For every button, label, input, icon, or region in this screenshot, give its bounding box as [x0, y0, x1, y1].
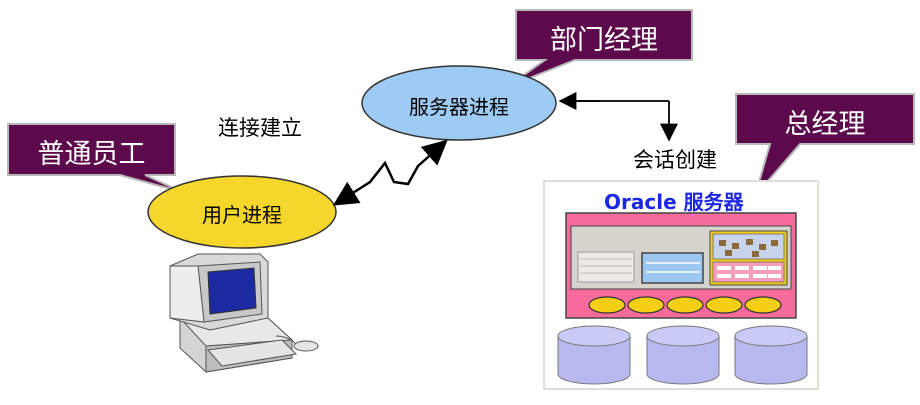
database-disk [646, 325, 720, 385]
database-disk [734, 325, 808, 385]
session-created-label: 会话创建 [633, 148, 717, 172]
dept-manager-callout-shape [506, 9, 693, 88]
computer-icon [169, 253, 319, 373]
database-disk [557, 325, 631, 385]
general-manager-callout-shape [735, 93, 915, 197]
connection-established-label: 连接建立 [218, 116, 302, 140]
session-arrow [558, 92, 678, 142]
connection-line [336, 139, 448, 205]
server-process-ellipse [361, 65, 557, 141]
background-process-slots [588, 296, 782, 314]
keyboard-graphic [577, 251, 635, 283]
server-process-label: 服务器进程 [409, 95, 509, 119]
general-manager-callout: 总经理 [784, 109, 866, 140]
employee-callout-shape [7, 123, 183, 193]
oracle-server-title: Oracle 服务器 [604, 190, 744, 214]
dept-manager-callout: 部门经理 [550, 25, 658, 56]
user-process-label: 用户进程 [202, 203, 282, 227]
connection-line-start-arrow [332, 181, 361, 206]
buffer-screen [641, 252, 704, 284]
employee-callout: 普通员工 [37, 139, 146, 170]
user-process-ellipse [147, 175, 337, 249]
